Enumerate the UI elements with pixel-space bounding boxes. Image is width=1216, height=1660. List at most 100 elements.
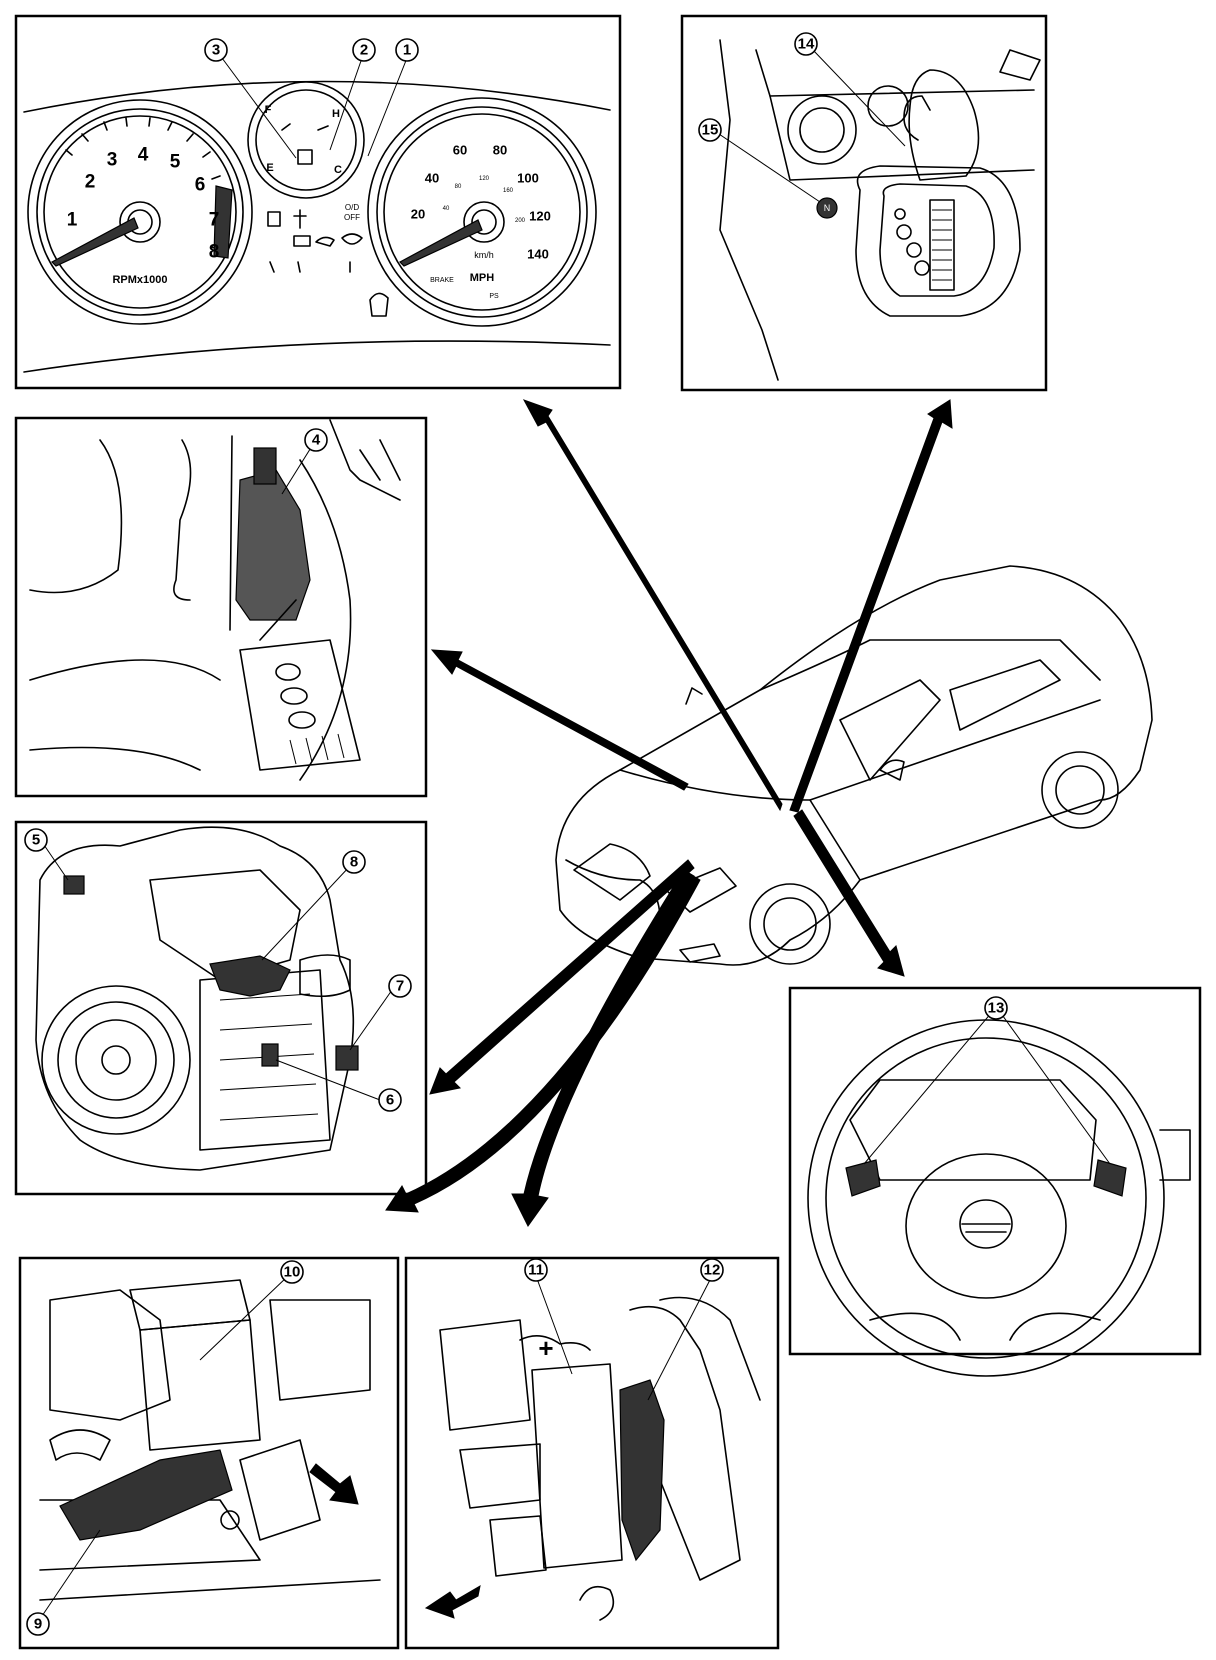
svg-text:9: 9 — [34, 1616, 42, 1633]
battery — [531, 1363, 623, 1569]
mph-120: 120 — [529, 209, 551, 224]
kmh-40: 40 — [443, 206, 450, 212]
mph-40: 40 — [425, 171, 439, 186]
callout-3: 3 — [204, 38, 228, 62]
panel-steering-wheel: 13 — [788, 986, 1202, 1377]
panel-transaxle: 5 8 7 6 — [14, 820, 428, 1196]
tach-label: RPMx1000 — [112, 274, 167, 286]
paddle-shifter-left — [845, 1159, 881, 1197]
warning-lights: O/D OFF — [267, 203, 363, 273]
accelerator-pedal-sensor — [235, 469, 311, 621]
callout-6: 6 — [378, 1088, 402, 1112]
tach-number-3: 3 — [107, 150, 118, 171]
component-7 — [335, 1045, 359, 1071]
selector-knob — [908, 69, 980, 181]
callout-10: 10 — [280, 1260, 304, 1284]
brake-label: BRAKE — [430, 277, 454, 284]
kmh-80: 80 — [455, 184, 462, 190]
svg-text:13: 13 — [988, 1000, 1005, 1017]
mph-label: MPH — [470, 272, 495, 284]
tach-number-2: 2 — [85, 172, 96, 193]
callout-7: 7 — [388, 974, 412, 998]
temp-hot-label: H — [332, 108, 340, 120]
svg-text:2: 2 — [360, 42, 368, 59]
fuel-empty-label: E — [266, 162, 273, 174]
svg-text:11: 11 — [528, 1262, 544, 1279]
tach-number-6: 6 — [195, 175, 206, 196]
component-5 — [63, 875, 85, 895]
transmission-range-switch — [209, 955, 291, 997]
mph-60: 60 — [453, 143, 467, 158]
component-9 — [59, 1449, 233, 1541]
kmh-200: 200 — [515, 218, 526, 224]
kmh-label: km/h — [474, 250, 494, 260]
svg-text:1: 1 — [403, 42, 411, 59]
panel-engine-left: 10 9 — [18, 1256, 400, 1650]
svg-text:10: 10 — [284, 1264, 301, 1281]
svg-text:7: 7 — [396, 978, 404, 995]
tach-number-8: 8 — [209, 242, 220, 263]
oil-warning-icon — [315, 236, 335, 247]
tach-number-5: 5 — [170, 152, 181, 173]
side-mirror — [879, 759, 905, 781]
mph-80: 80 — [493, 143, 507, 158]
temp-cold-label: C — [334, 164, 342, 176]
callout-14: 14 — [794, 32, 818, 56]
component-6 — [261, 1043, 279, 1067]
tachometer: 1 2 3 4 5 6 7 8 RPMx1000 — [27, 99, 253, 325]
svg-text:15: 15 — [702, 122, 719, 139]
fuel-temp-gauge: F E H C — [247, 81, 365, 199]
panel-accelerator-pedal: 4 — [14, 416, 428, 798]
panel-instrument-cluster: 1 2 3 4 5 6 7 8 RPMx1000 F E H C — [14, 14, 622, 390]
paddle-shifter-right — [1093, 1159, 1127, 1197]
od-off-label-1: O/D — [345, 203, 359, 212]
odometer-reset-knob — [297, 149, 313, 165]
mph-100: 100 — [517, 171, 539, 186]
nissan-emblem — [959, 1199, 1013, 1249]
callout-13: 13 — [984, 996, 1008, 1020]
callout-9: 9 — [26, 1612, 50, 1636]
svg-text:8: 8 — [350, 854, 358, 871]
tire-pressure-icon — [341, 233, 363, 245]
seatbelt-warning-icon — [293, 209, 307, 229]
ps-label: PS — [489, 293, 499, 300]
speedometer: 20 40 60 80 100 120 140 40 80 120 160 20… — [367, 97, 597, 327]
kmh-120: 120 — [479, 176, 490, 182]
callout-4: 4 — [304, 428, 328, 452]
svg-text:4: 4 — [312, 432, 321, 449]
callout-11: 11 — [524, 1258, 548, 1282]
callout-5: 5 — [24, 828, 48, 852]
svg-text:3: 3 — [212, 42, 220, 59]
od-off-label-2: OFF — [344, 213, 360, 222]
svg-text:6: 6 — [386, 1092, 394, 1109]
fuel-warning-icon — [267, 211, 281, 227]
callout-15: 15 — [698, 118, 722, 142]
n-button — [816, 197, 838, 219]
accelerator-pedal-pad — [239, 639, 361, 771]
callout-12: 12 — [700, 1258, 724, 1282]
callout-2: 2 — [352, 38, 376, 62]
tach-number-1: 1 — [67, 210, 78, 231]
callout-1: 1 — [395, 38, 419, 62]
component-12 — [619, 1379, 665, 1562]
fuel-full-label: F — [265, 104, 272, 116]
svg-text:14: 14 — [798, 36, 815, 53]
kmh-160: 160 — [503, 188, 514, 194]
battery-positive-symbol: + — [538, 1333, 553, 1363]
grille — [573, 843, 651, 901]
front-wheel — [749, 883, 831, 965]
panel-engine-right: + 11 12 — [404, 1256, 780, 1650]
mph-140: 140 — [527, 247, 549, 262]
pointer-arrows — [385, 399, 953, 1227]
svg-text:12: 12 — [704, 1262, 721, 1279]
tach-number-4: 4 — [138, 145, 149, 166]
callout-8: 8 — [342, 850, 366, 874]
mph-20: 20 — [411, 207, 425, 222]
n-button-label: N — [824, 203, 831, 213]
svg-text:5: 5 — [32, 832, 40, 849]
tach-number-7: 7 — [209, 210, 220, 231]
shift-lock-button — [903, 95, 931, 141]
panel-selector-lever: N 14 15 — [680, 14, 1048, 392]
rear-wheel — [1041, 751, 1119, 829]
